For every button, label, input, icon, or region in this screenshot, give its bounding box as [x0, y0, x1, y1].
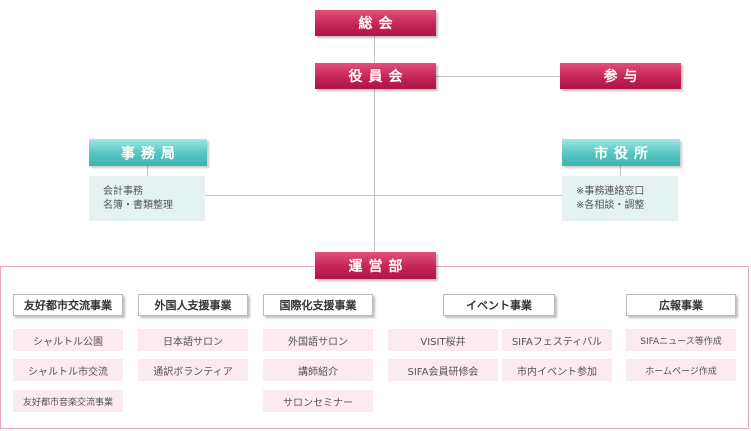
division-item: 日本語サロン	[138, 329, 248, 351]
division-item-label: サロンセミナー	[283, 397, 353, 409]
division-item-label: シャルトル公園	[33, 336, 103, 348]
advisor-label: 参与	[603, 69, 644, 85]
division-item: 友好都市音楽交流事業	[13, 390, 123, 412]
connector-secretariat	[147, 166, 148, 176]
city-office-duty: ※各相談・調整	[576, 199, 645, 211]
division-item: サロンセミナー	[263, 390, 373, 412]
secretariat-box: 事務局	[89, 139, 207, 166]
city-office-label: 市役所	[594, 145, 654, 162]
division-item: SIFA会員研修会	[388, 359, 498, 381]
division-public-relations: 広報事業	[626, 294, 736, 316]
division-label: 国際化支援事業	[279, 299, 357, 312]
division-item-label: 友好都市音楽交流事業	[22, 397, 113, 408]
board-box: 役員会	[315, 63, 436, 89]
division-item-label: 外国語サロン	[288, 336, 348, 348]
division-item-label: 講師紹介	[298, 366, 338, 378]
city-office-box: 市役所	[562, 139, 680, 166]
division-item-label: SIFAニュース等作成	[640, 336, 722, 347]
division-foreigner-support: 外国人支援事業	[138, 294, 248, 316]
division-label: 広報事業	[659, 299, 703, 312]
general-meeting-box: 総会	[315, 10, 436, 36]
division-item: シャルトル市交流	[13, 359, 123, 381]
division-label: 友好都市交流事業	[24, 299, 112, 312]
connector-advisor	[436, 76, 560, 77]
city-office-duty: ※事務連絡窓口	[576, 185, 645, 197]
division-item-label: ホームページ作成	[645, 366, 717, 377]
secretariat-duties: 会計事務 名簿・書類整理	[89, 176, 205, 221]
division-item-label: VISIT桜井	[420, 336, 466, 348]
division-item: 講師紹介	[263, 359, 373, 381]
board-label: 役員会	[348, 69, 409, 85]
division-item: 外国語サロン	[263, 329, 373, 351]
city-office-duties: ※事務連絡窓口 ※各相談・調整	[562, 176, 678, 221]
division-item-label: 市内イベント参加	[517, 366, 597, 378]
division-item-label: 通訳ボランティア	[153, 366, 233, 378]
division-item-label: SIFA会員研修会	[407, 366, 479, 378]
division-item: SIFAフェスティバル	[502, 329, 612, 351]
connector-trunk	[374, 36, 375, 252]
connector-side-offices	[205, 195, 562, 196]
division-item: SIFAニュース等作成	[626, 329, 736, 351]
division-item-label: 日本語サロン	[163, 336, 223, 348]
division-events: イベント事業	[443, 294, 555, 316]
division-item-label: シャルトル市交流	[28, 366, 108, 378]
operations-label: 運営部	[348, 258, 409, 275]
division-item: 通訳ボランティア	[138, 359, 248, 381]
division-item: 市内イベント参加	[502, 359, 612, 381]
division-internationalization: 国際化支援事業	[263, 294, 373, 316]
division-item: ホームページ作成	[626, 359, 736, 381]
advisor-box: 参与	[560, 63, 681, 89]
secretariat-duty: 会計事務	[103, 185, 143, 197]
general-meeting-label: 総会	[358, 16, 399, 32]
division-item: シャルトル公園	[13, 329, 123, 351]
division-item: VISIT桜井	[388, 329, 498, 351]
connector-city-office	[620, 166, 621, 176]
secretariat-duty: 名簿・書類整理	[103, 199, 173, 211]
division-label: 外国人支援事業	[154, 299, 232, 312]
division-friendship-city: 友好都市交流事業	[13, 294, 123, 316]
secretariat-label: 事務局	[121, 145, 181, 162]
operations-box: 運営部	[315, 252, 436, 279]
division-item-label: SIFAフェスティバル	[511, 336, 603, 348]
division-label: イベント事業	[466, 299, 532, 312]
